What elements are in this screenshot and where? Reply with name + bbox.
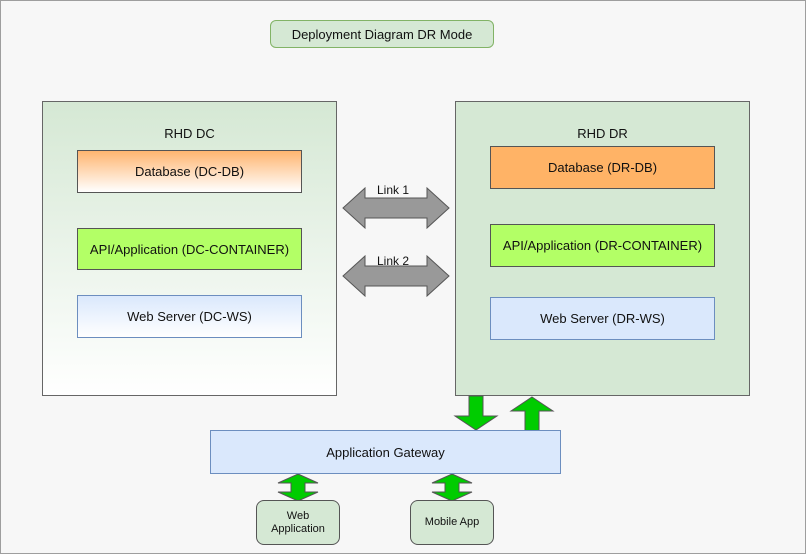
dr-database-node: Database (DR-DB) (490, 146, 715, 189)
gateway-web-app-arrow (277, 473, 319, 502)
link-1-label: Link 1 (376, 183, 410, 197)
gateway-to-dr-arrow (509, 396, 555, 432)
diagram-title: Deployment Diagram DR Mode (270, 20, 494, 48)
dr-web-server-node: Web Server (DR-WS) (490, 297, 715, 340)
dr-api-node: API/Application (DR-CONTAINER) (490, 224, 715, 267)
mobile-app-client: Mobile App (410, 500, 494, 545)
web-application-client: Web Application (256, 500, 340, 545)
web-application-label-line1: Web (286, 509, 310, 522)
link-2-arrow (342, 254, 450, 298)
dr-to-gateway-arrow (453, 395, 499, 431)
link-2-label: Link 2 (376, 254, 410, 268)
link-1-arrow (342, 186, 450, 230)
site-dr-label: RHD DR (577, 126, 628, 141)
site-dc-label: RHD DC (164, 126, 215, 141)
application-gateway-node: Application Gateway (210, 430, 561, 474)
dc-web-server-node: Web Server (DC-WS) (77, 295, 302, 338)
dc-database-node: Database (DC-DB) (77, 150, 302, 193)
dc-api-node: API/Application (DC-CONTAINER) (77, 228, 302, 270)
gateway-mobile-app-arrow (431, 473, 473, 502)
web-application-label-line2: Application (271, 522, 325, 535)
